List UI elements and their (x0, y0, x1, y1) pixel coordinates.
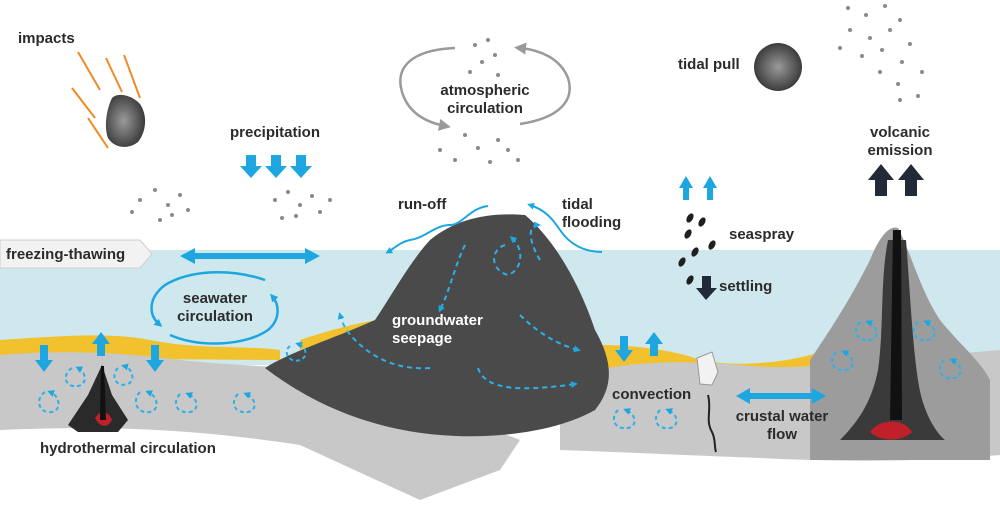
seaspray-up-arrows (679, 176, 717, 200)
precipitation-arrows (240, 155, 312, 178)
label-tidal-flooding-line1: tidal (562, 196, 593, 213)
right-volcano-conduit (890, 230, 902, 420)
crustal-fracture (707, 394, 717, 453)
label-volcanic-line2: emission (867, 142, 933, 159)
crustal-flow-double-arrow (736, 388, 826, 404)
label-crustal-line2: flow (767, 426, 797, 443)
atmosphere-particles (130, 4, 924, 222)
ice-block (696, 351, 719, 386)
left-volcano (68, 365, 128, 432)
label-atmospheric-line2: circulation (447, 100, 523, 117)
label-seaspray: seaspray (729, 226, 795, 243)
label-tidal-flooding: tidal flooding (562, 196, 621, 232)
seawater-loop-bottom (169, 293, 279, 345)
run-off-arrow (385, 205, 489, 254)
label-run-off: run-off (398, 196, 447, 213)
convection-loops (38, 320, 962, 430)
label-groundwater-line1: groundwater (392, 312, 483, 329)
tidal-flooding-arrow (527, 202, 603, 253)
label-convection: convection (612, 386, 692, 403)
label-seawater-line2: circulation (177, 308, 253, 325)
left-volcano-conduit (100, 366, 106, 420)
freezing-thawing-box (0, 239, 153, 269)
exchange-arrows (35, 332, 663, 372)
label-volcanic-line1: volcanic (869, 124, 931, 141)
label-crustal-water-flow: crustal water flow (722, 408, 842, 444)
label-groundwater-seepage: groundwater seepage (392, 312, 483, 348)
label-precipitation: precipitation (230, 124, 321, 141)
label-tidal-pull: tidal pull (678, 56, 740, 73)
label-crustal-line1: crustal water (735, 408, 829, 425)
label-tidal-flooding-line2: flooding (562, 214, 622, 231)
label-atmospheric-circulation: atmospheric circulation (415, 82, 555, 118)
groundwater-flow-arrows (337, 221, 581, 390)
seaspray-droplets (678, 213, 716, 285)
settling-arrow (696, 276, 717, 300)
label-impacts: impacts (18, 30, 75, 47)
seawater-loop-top (150, 270, 266, 327)
label-volcanic-emission: volcanic emission (852, 124, 948, 160)
moon (754, 43, 802, 91)
label-seawater-circulation: seawater circulation (165, 290, 265, 326)
right-volcano-magma (870, 421, 912, 440)
atmospheric-loop-right (514, 42, 571, 126)
label-atmospheric-line1: atmospheric (440, 82, 530, 99)
label-groundwater-line2: seepage (392, 330, 453, 347)
label-settling: settling (719, 278, 773, 295)
label-freezing-thawing: freezing-thawing (6, 246, 126, 263)
label-seawater-line1: seawater (182, 290, 248, 307)
volcanic-emission-arrows (868, 164, 924, 196)
meteor (71, 51, 146, 149)
island-rock (265, 214, 609, 437)
freezing-double-arrow (180, 248, 320, 264)
crust-left (0, 352, 520, 500)
atmospheric-loop-left (399, 46, 456, 131)
label-hydrothermal-circulation: hydrothermal circulation (40, 440, 216, 457)
